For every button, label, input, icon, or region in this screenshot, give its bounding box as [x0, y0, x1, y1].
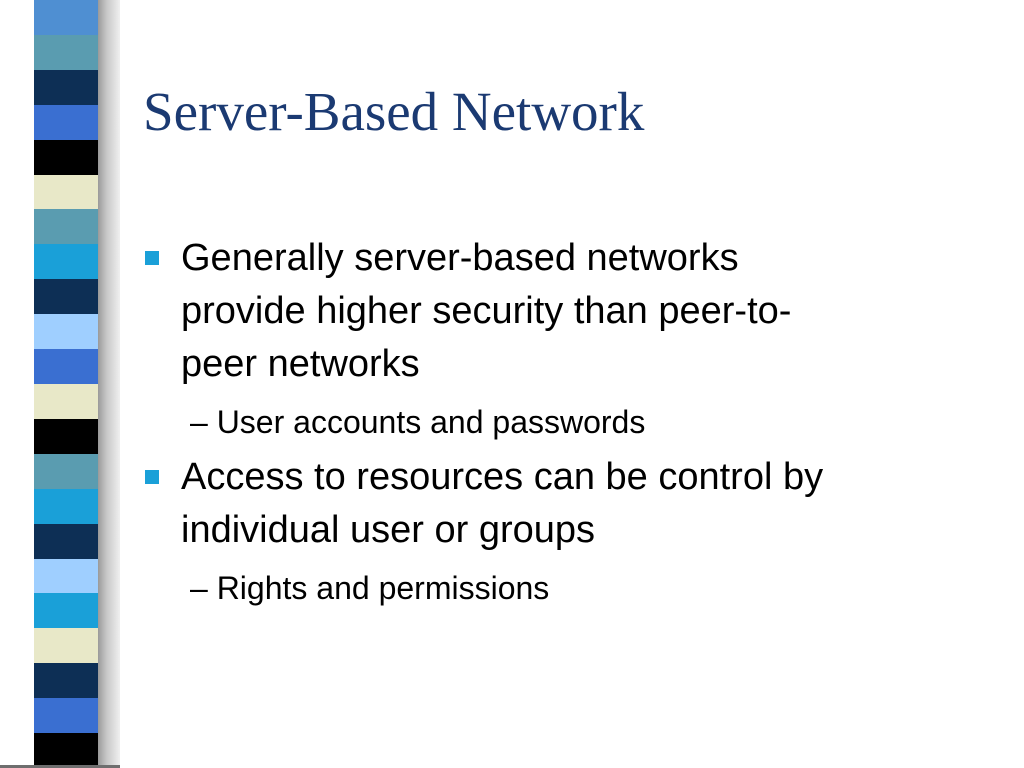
- sub-bullet: – User accounts and passwords: [190, 404, 646, 440]
- stripe-segment: [34, 593, 98, 629]
- stripe-segment: [34, 558, 98, 594]
- bullet-text: Access to resources can be control by in…: [181, 451, 973, 557]
- stripe-segment: [34, 698, 98, 734]
- bullet-line: Access to resources can be control by: [181, 456, 824, 498]
- stripe-segment: [34, 349, 98, 384]
- stripe-segment: [34, 209, 98, 245]
- bullet-line: individual user or groups: [181, 509, 596, 551]
- stripe-segment: [34, 0, 98, 35]
- stripe-segment: [34, 104, 98, 140]
- stripe-segment: [34, 628, 98, 664]
- stripe-segment: [34, 418, 98, 454]
- bullet-line: provide higher security than peer-to-: [181, 290, 792, 332]
- stripe-segment: [34, 139, 98, 175]
- stripe-segment: [34, 69, 98, 105]
- stripe-segment: [34, 34, 98, 70]
- square-bullet-icon: [145, 251, 159, 265]
- stripe-shadow: [98, 0, 120, 768]
- stripe-segment: [34, 453, 98, 489]
- stripe-segment: [34, 174, 98, 210]
- stripe-segment: [34, 663, 98, 699]
- stripe-segment: [34, 383, 98, 419]
- stripe-segment: [34, 523, 98, 559]
- sub-bullet: – Rights and permissions: [190, 570, 550, 606]
- bullet-list: Generally server-based networks provide …: [143, 232, 973, 609]
- bullet-line: Generally server-based networks: [181, 237, 739, 279]
- stripe-base: [0, 765, 120, 768]
- slide-title: Server-Based Network: [143, 81, 645, 142]
- stripe-segment: [34, 733, 98, 768]
- bullet-item: Generally server-based networks provide …: [143, 232, 973, 443]
- bullet-line: peer networks: [181, 343, 420, 385]
- decorative-stripe-column: [34, 0, 98, 768]
- stripe-segment: [34, 314, 98, 350]
- bullet-text: Generally server-based networks provide …: [181, 232, 973, 391]
- square-bullet-icon: [145, 470, 159, 484]
- bullet-item: Access to resources can be control by in…: [143, 451, 973, 609]
- stripe-segment: [34, 279, 98, 315]
- stripe-segment: [34, 244, 98, 280]
- stripe-segment: [34, 488, 98, 524]
